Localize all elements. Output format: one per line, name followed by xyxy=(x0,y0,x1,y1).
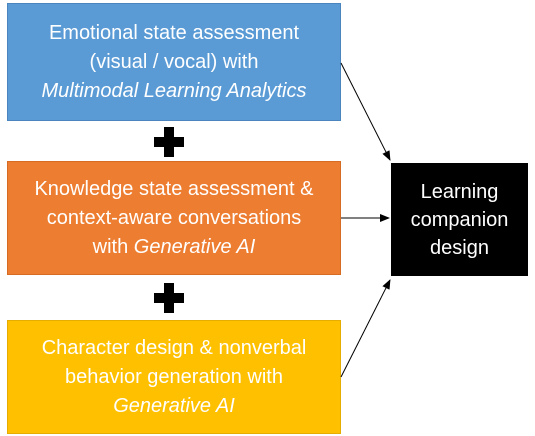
knowledge-line-3-prefix: with xyxy=(92,235,134,258)
learning-line-3: design xyxy=(430,236,489,259)
emotional-state-box: Emotional state assessment (visual / voc… xyxy=(7,3,341,121)
emotional-line-3: Multimodal Learning Analytics xyxy=(41,79,307,102)
learning-companion-box: Learning companion design xyxy=(391,163,528,276)
character-design-box: Character design & nonverbal behavior ge… xyxy=(7,320,341,434)
learning-line-2: companion xyxy=(410,208,509,231)
knowledge-state-box: Knowledge state assessment & context-awa… xyxy=(7,161,341,275)
arrow-icon xyxy=(340,62,391,161)
knowledge-line-1: Knowledge state assessment & xyxy=(34,177,314,200)
character-line-2: behavior generation with xyxy=(65,365,283,388)
arrow-icon xyxy=(340,279,391,378)
emotional-line-2: (visual / vocal) with xyxy=(89,50,259,73)
emotional-line-1: Emotional state assessment xyxy=(48,21,300,44)
knowledge-line-2: context-aware conversations xyxy=(46,206,302,229)
plus-icon xyxy=(154,283,184,313)
knowledge-line-3: Generative AI xyxy=(133,235,256,258)
character-line-3: Generative AI xyxy=(113,394,235,417)
character-line-1: Character design & nonverbal xyxy=(41,336,307,359)
plus-icon xyxy=(154,127,184,157)
learning-line-1: Learning xyxy=(420,180,499,203)
